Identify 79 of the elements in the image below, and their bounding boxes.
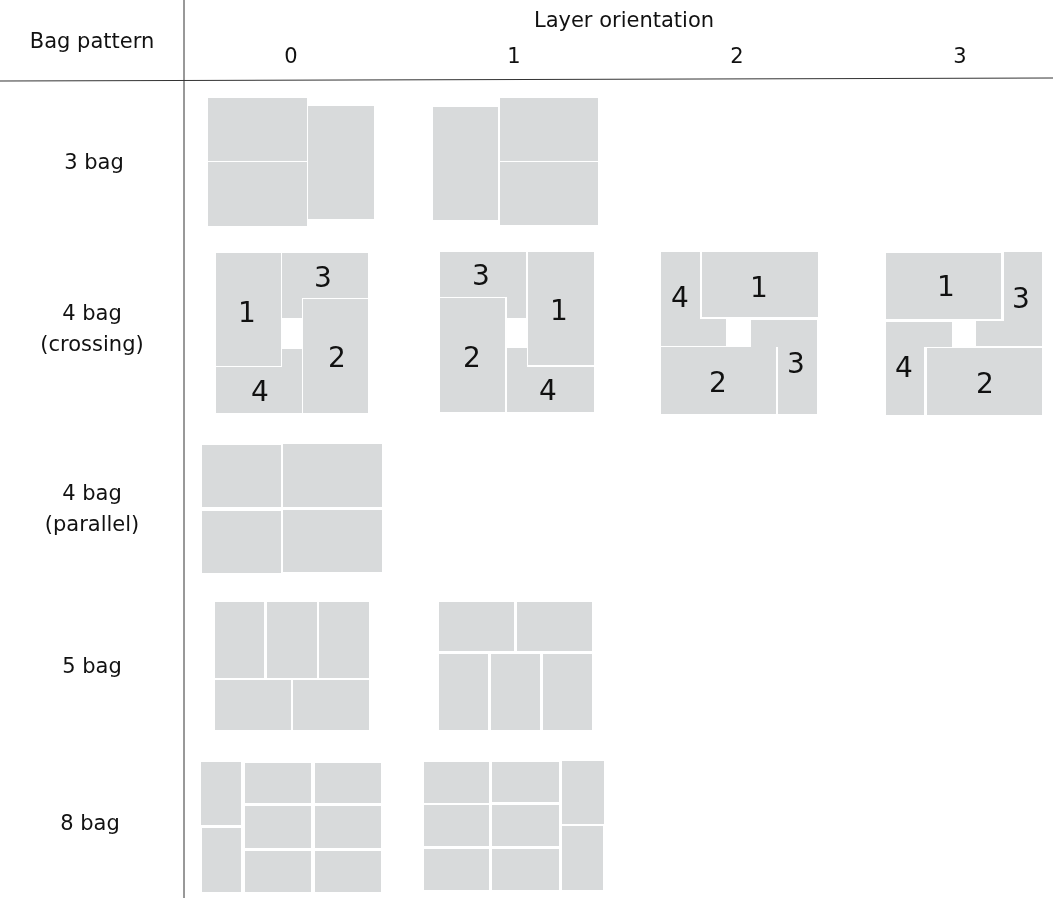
bag-number: 2 bbox=[463, 344, 481, 372]
bag-block bbox=[562, 826, 603, 890]
bag-block bbox=[440, 252, 526, 297]
bag-block bbox=[202, 828, 241, 892]
bag-block bbox=[319, 602, 369, 678]
bag-block bbox=[208, 98, 307, 161]
column-label: 1 bbox=[507, 42, 521, 70]
bag-block bbox=[215, 602, 264, 678]
column-label: 3 bbox=[953, 42, 967, 70]
bag-block bbox=[315, 851, 381, 892]
bag-block bbox=[293, 680, 369, 730]
bag-number: 3 bbox=[472, 262, 490, 290]
row-label: 4 bag (parallel) bbox=[43, 480, 141, 538]
bag-number: 1 bbox=[550, 297, 568, 325]
bag-number: 2 bbox=[328, 344, 346, 372]
bag-block bbox=[492, 762, 559, 802]
bag-block bbox=[424, 849, 489, 890]
bag-block bbox=[215, 680, 291, 730]
bag-block bbox=[303, 299, 368, 413]
bag-number: 2 bbox=[976, 370, 994, 398]
bag-block bbox=[500, 98, 598, 161]
bag-block bbox=[245, 851, 311, 892]
bag-number: 1 bbox=[238, 299, 256, 327]
bag-block bbox=[208, 162, 307, 226]
bag-block bbox=[1004, 252, 1042, 346]
bag-number: 3 bbox=[314, 264, 332, 292]
column-header: Layer orientation bbox=[533, 6, 715, 34]
bag-block bbox=[424, 762, 489, 803]
bag-block bbox=[202, 445, 281, 507]
bag-block bbox=[661, 252, 700, 346]
bag-block bbox=[492, 849, 559, 890]
bag-block bbox=[201, 762, 241, 825]
bag-block bbox=[216, 253, 281, 366]
row-label: 4 bag (crossing) bbox=[39, 300, 145, 358]
bag-block bbox=[562, 761, 604, 824]
bag-block bbox=[440, 298, 505, 412]
column-label: 0 bbox=[284, 42, 298, 70]
bag-block bbox=[702, 252, 818, 317]
column-label: 2 bbox=[730, 42, 744, 70]
bag-block bbox=[315, 806, 381, 848]
bag-block bbox=[778, 320, 817, 414]
bag-number: 4 bbox=[895, 354, 913, 382]
row-label: 5 bag bbox=[62, 652, 122, 680]
bag-block bbox=[492, 805, 559, 846]
bag-block bbox=[282, 253, 368, 298]
bag-block bbox=[439, 602, 514, 651]
bag-block bbox=[202, 511, 281, 573]
bag-number: 3 bbox=[1012, 285, 1030, 313]
row-label: 8 bag bbox=[60, 809, 120, 837]
bag-block bbox=[424, 805, 489, 846]
bag-number: 4 bbox=[251, 378, 269, 406]
bag-block bbox=[308, 106, 374, 219]
bag-block bbox=[517, 602, 592, 651]
bag-block bbox=[283, 444, 382, 507]
bag-number: 4 bbox=[539, 377, 557, 405]
bag-block bbox=[245, 763, 311, 803]
bag-block bbox=[433, 107, 498, 220]
column-header: Bag pattern bbox=[29, 27, 155, 55]
bag-block bbox=[886, 253, 1001, 319]
bag-block bbox=[283, 510, 382, 572]
bag-number: 2 bbox=[709, 369, 727, 397]
bag-block bbox=[439, 654, 488, 730]
bag-block bbox=[886, 322, 924, 415]
bag-block bbox=[528, 252, 594, 365]
bag-block bbox=[661, 347, 776, 414]
bag-block bbox=[543, 654, 592, 730]
bag-block bbox=[491, 654, 540, 730]
bag-block bbox=[216, 367, 302, 413]
bag-block bbox=[245, 806, 311, 848]
bag-block bbox=[927, 348, 1042, 415]
bag-number: 3 bbox=[787, 350, 805, 378]
bag-block bbox=[315, 763, 381, 803]
bag-block bbox=[507, 367, 594, 412]
bag-number: 1 bbox=[750, 274, 768, 302]
bag-block bbox=[500, 162, 598, 225]
bag-number: 4 bbox=[671, 284, 689, 312]
bag-number: 1 bbox=[937, 273, 955, 301]
row-label: 3 bag bbox=[64, 148, 124, 176]
bag-block bbox=[267, 602, 317, 678]
